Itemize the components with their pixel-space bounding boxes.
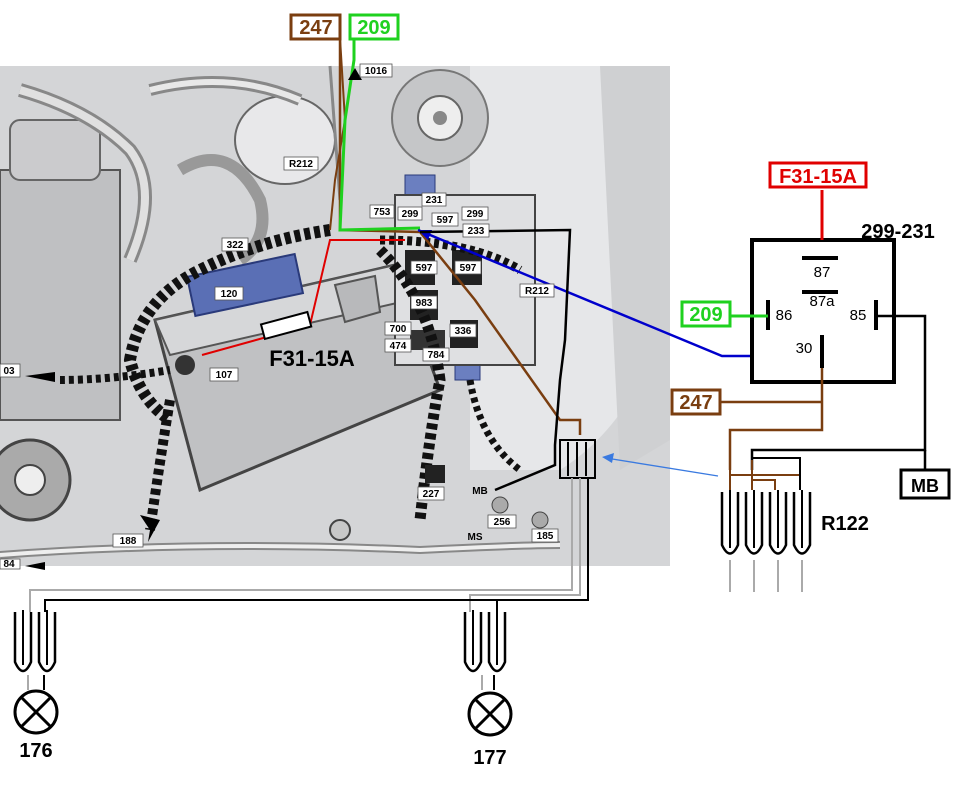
lamp-176-connector: [13, 610, 57, 690]
label-f31-relay: F31-15A: [779, 166, 857, 188]
photo-784: 784: [428, 350, 445, 361]
photo-ms: MS: [468, 532, 483, 543]
label-177: 177: [473, 747, 506, 769]
wire-blue: [417, 228, 752, 358]
lamp-177-connector: [463, 610, 507, 690]
photo-597b: 597: [416, 263, 433, 274]
photo-597a: 597: [437, 215, 454, 226]
photo-299: 299: [402, 209, 419, 220]
lamp-176-icon: [13, 689, 59, 735]
photo-103: 03: [3, 366, 15, 377]
photo-185: 185: [537, 531, 554, 542]
photo-233: 233: [468, 226, 485, 237]
pin-87a: 87a: [809, 293, 835, 310]
box-247-relay: [670, 388, 722, 416]
pin-86: 86: [776, 307, 793, 324]
label-mb-box: MB: [911, 476, 939, 496]
label-209-top: 209: [357, 17, 390, 39]
connector-r122: [720, 490, 812, 592]
photo-188: 188: [120, 536, 137, 547]
label-f31-photo: F31-15A: [269, 346, 355, 371]
engine-bay-photo: [0, 65, 670, 566]
photo-r212a: R212: [289, 159, 313, 170]
wire-209-green: [338, 38, 421, 232]
photo-322: 322: [227, 240, 244, 251]
photo-700: 700: [390, 324, 407, 335]
photo-597c: 597: [460, 263, 477, 274]
connector-photo: [559, 439, 596, 479]
photo-983: 983: [416, 298, 433, 309]
mb-box: [899, 468, 951, 500]
photo-256: 256: [494, 517, 511, 528]
arrow-188: [140, 515, 160, 542]
wire-black-fusebox: [419, 228, 572, 492]
label-r122: R122: [821, 513, 869, 535]
label-247-top: 247: [299, 17, 332, 39]
label-209-relay: 209: [689, 304, 722, 326]
photo-1016: 1016: [365, 66, 388, 77]
photo-227: 227: [423, 489, 440, 500]
photo-mb: MB: [472, 486, 488, 497]
box-f31-relay: [768, 161, 868, 189]
label-relay-title: 299-231: [861, 221, 934, 243]
label-247-relay: 247: [679, 392, 712, 414]
lamp-177-icon: [467, 691, 513, 737]
wire-blue-thin: [605, 457, 719, 477]
photo-336: 336: [455, 326, 472, 337]
fuse-f31-photo: [259, 310, 313, 341]
photo-184: 84: [3, 559, 15, 570]
pin-85: 85: [850, 307, 867, 324]
wire-red-photo: [201, 239, 405, 356]
photo-120: 120: [221, 289, 238, 300]
pin-30: 30: [796, 340, 813, 357]
box-209-relay: [680, 300, 732, 328]
pin-87: 87: [814, 264, 831, 281]
photo-r212b: R212: [525, 286, 549, 297]
arrow-184: [25, 562, 45, 570]
photo-299b: 299: [467, 209, 484, 220]
arrow-1016: [348, 68, 362, 80]
box-209-top: [348, 13, 400, 41]
photo-474: 474: [390, 341, 407, 352]
label-176: 176: [19, 740, 52, 762]
box-247-top: [289, 13, 342, 41]
photo-107: 107: [216, 370, 233, 381]
arrow-103: [25, 372, 55, 382]
photo-753: 753: [374, 207, 391, 218]
photo-231: 231: [426, 195, 443, 206]
